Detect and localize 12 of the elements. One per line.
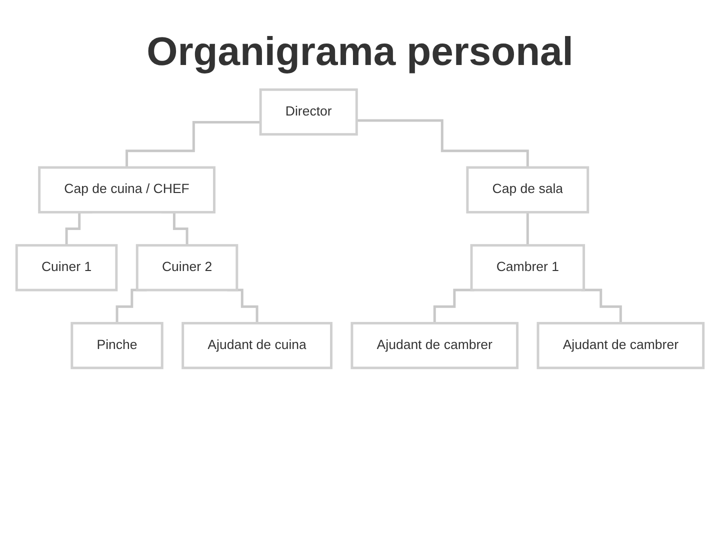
node-box: Ajudant de cambrer [536,322,705,370]
diagram-title: Organigrama personal [146,30,574,75]
node-box: Ajudant de cambrer [350,322,519,370]
node-box: Cuiner 2 [136,244,238,292]
node-box: Pinche [70,322,164,370]
node-box: Cap de sala [466,166,590,214]
connector [526,210,529,247]
node-box: Cambrer 1 [470,244,586,292]
node-box: Ajudant de cuina [182,322,332,370]
node-box: Cuiner 1 [15,244,118,292]
node-box: Director [259,88,358,136]
node-box: Cap de cuina / CHEF [38,166,216,214]
